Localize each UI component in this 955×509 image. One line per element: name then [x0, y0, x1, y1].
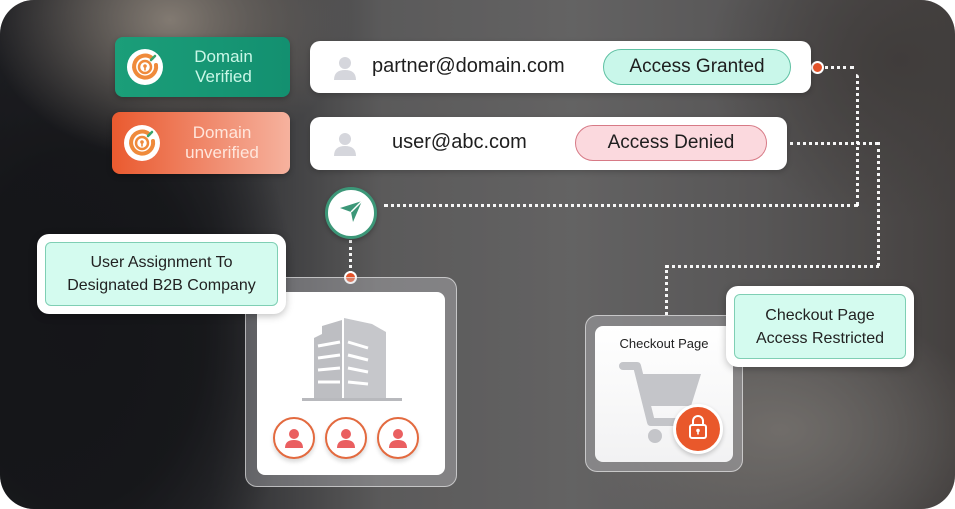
connector-checkout-v: [665, 265, 668, 315]
domain-verified-label: Domain Verified: [163, 47, 290, 87]
callout-line2: Designated B2B Company: [67, 277, 256, 294]
company-panel: [257, 292, 445, 475]
connector-send-h: [384, 204, 858, 207]
connector-pin-granted: [811, 61, 824, 74]
connector-granted-h: [818, 66, 854, 69]
domain-verified-badge: Domain Verified: [115, 37, 290, 97]
user-assignment-callout: User Assignment To Designated B2B Compan…: [37, 234, 286, 314]
email-row-partner: partner@domain.com Access Granted: [310, 41, 811, 93]
checkout-restricted-callout: Checkout Page Access Restricted: [726, 286, 914, 367]
connector-denied-h2: [666, 265, 879, 268]
user-icon: [332, 131, 358, 161]
domain-logo-icon: [124, 125, 160, 161]
badge-line2: Verified: [195, 67, 252, 86]
email-address: user@abc.com: [392, 131, 527, 153]
connector-denied-h: [790, 142, 878, 145]
lock-badge: [673, 404, 723, 454]
callout-inner: Checkout Page Access Restricted: [734, 294, 906, 359]
callout-line1: User Assignment To: [90, 254, 233, 271]
checkout-title: Checkout Page: [619, 336, 709, 351]
building-icon: [302, 312, 402, 406]
domain-unverified-badge: Domain unverified: [112, 112, 290, 174]
checkout-panel: Checkout Page: [595, 326, 733, 462]
user-icon: [332, 55, 358, 85]
domain-unverified-label: Domain unverified: [160, 123, 290, 163]
assigned-users: [273, 417, 419, 459]
callout-line2: Access Restricted: [755, 329, 885, 347]
domain-logo-icon: [127, 49, 163, 85]
send-icon: [338, 198, 364, 228]
connector-granted-v: [856, 74, 859, 206]
send-node: [325, 187, 377, 239]
connector-company-v: [349, 240, 352, 274]
checkout-card: Checkout Page: [585, 315, 743, 472]
connector-denied-v: [877, 142, 880, 266]
callout-inner: User Assignment To Designated B2B Compan…: [45, 242, 278, 306]
company-card: [245, 277, 457, 487]
badge-line2: unverified: [185, 143, 259, 162]
user-avatar-icon: [273, 417, 315, 459]
access-granted-pill: Access Granted: [603, 49, 791, 85]
lock-icon: [687, 414, 709, 444]
email-row-user: user@abc.com Access Denied: [310, 117, 787, 170]
badge-line1: Domain: [194, 47, 253, 66]
email-address: partner@domain.com: [372, 55, 565, 77]
user-avatar-icon: [325, 417, 367, 459]
access-denied-pill: Access Denied: [575, 125, 767, 161]
badge-line1: Domain: [192, 123, 252, 142]
callout-line1: Checkout Page: [765, 306, 875, 324]
user-avatar-icon: [377, 417, 419, 459]
